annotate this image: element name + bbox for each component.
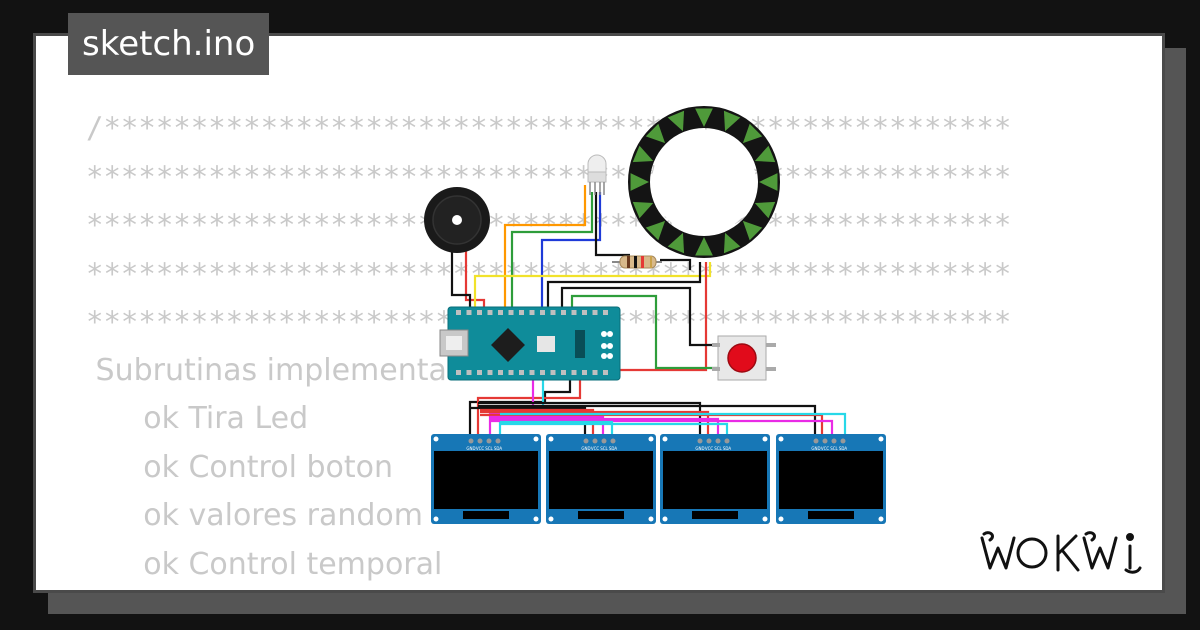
page-title: sketch.ino (68, 13, 270, 75)
code-line: /***************************************… (86, 111, 1012, 145)
wire-led-orange (503, 185, 587, 315)
wire-buzzer-black (450, 245, 472, 315)
code-comment-line: ok Control boton (86, 449, 393, 485)
wire-led-blue (540, 192, 602, 315)
svg-text:SCL: SCL (830, 446, 838, 451)
ring-pixel (632, 145, 654, 163)
rgb-led-icon[interactable] (587, 154, 607, 195)
wire-bus-red (476, 380, 582, 438)
code-comment-line: ok Tira Led (86, 401, 309, 436)
svg-text:SDA: SDA (723, 446, 732, 451)
ring-pixel (667, 232, 685, 254)
ring-pixel (632, 201, 654, 219)
svg-text:SDA: SDA (609, 446, 618, 451)
wire-resistor-right (660, 258, 692, 270)
ring-pixel (645, 123, 666, 144)
code-comment-line: Subrutinas implementa (86, 352, 447, 388)
wire-ring-black (546, 262, 702, 315)
svg-text:VCC: VCC (591, 446, 600, 451)
wire-led-green (510, 192, 594, 315)
wire-button-green (570, 294, 720, 370)
wire-button-black (560, 286, 720, 347)
ring-pixel (759, 173, 778, 191)
svg-text:SCL: SCL (714, 446, 722, 451)
ring-pixel (695, 108, 713, 127)
code-preview: /***************************************… (86, 104, 1012, 590)
buzzer-icon[interactable] (424, 187, 490, 253)
svg-text:SCL: SCL (600, 446, 608, 451)
arduino-nano-icon[interactable] (439, 306, 621, 381)
svg-text:GND: GND (695, 446, 704, 451)
ring-pixel (754, 145, 776, 163)
ring-pixel (667, 110, 685, 132)
svg-text:GND: GND (466, 446, 475, 451)
ring-pixel (630, 173, 649, 191)
ring-pixel (742, 123, 763, 144)
wire-yellow (473, 262, 712, 315)
code-line: ****************************************… (86, 159, 1012, 194)
wire-led-black (594, 192, 630, 257)
wire-buzzer-red (460, 243, 486, 315)
neopixel-ring-icon[interactable] (628, 106, 780, 258)
code-comment-line: ok Control temporal (86, 546, 443, 582)
svg-text:GND: GND (811, 446, 820, 451)
resistor-icon (612, 255, 662, 269)
code-comment-line: ok valores random (86, 498, 423, 533)
ring-pixel (645, 220, 666, 241)
svg-text:SDA: SDA (494, 446, 503, 451)
pushbutton-icon[interactable] (712, 335, 776, 381)
ring-pixel (723, 110, 741, 132)
ring-pixel (723, 232, 741, 254)
svg-text:GND: GND (581, 446, 590, 451)
svg-text:VCC: VCC (821, 446, 830, 451)
svg-text:VCC: VCC (476, 446, 485, 451)
svg-text:SDA: SDA (839, 446, 848, 451)
ring-pixel (754, 201, 776, 219)
ring-pixel (742, 220, 763, 241)
svg-text:VCC: VCC (705, 446, 714, 451)
wokwi-logo (980, 531, 1142, 574)
svg-text:SCL: SCL (485, 446, 493, 451)
ring-pixel (695, 237, 713, 256)
